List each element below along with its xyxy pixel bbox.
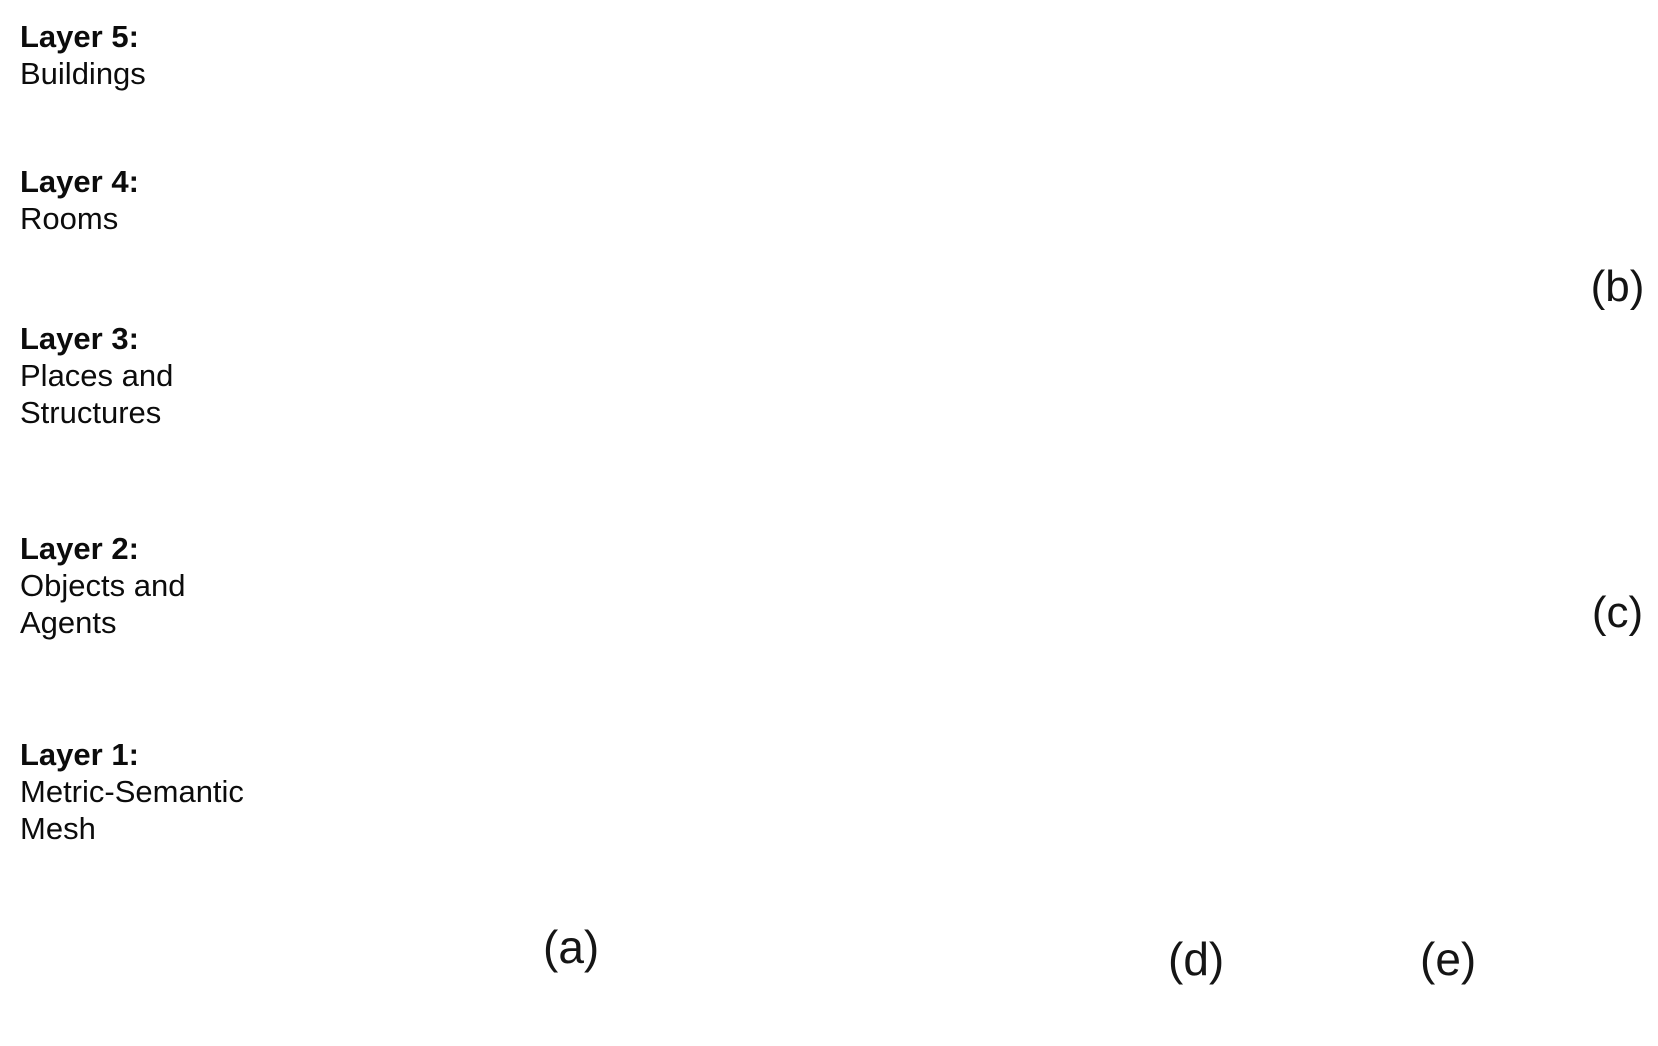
layer-2-label: Layer 2: Objects and Agents — [20, 531, 186, 640]
caption-e: (e) — [1420, 933, 1477, 985]
caption-d: (d) — [1168, 933, 1225, 985]
caption-b: (b) — [1588, 252, 1647, 322]
layer-4-label: Layer 4: Rooms — [20, 164, 139, 236]
layer-3-label: Layer 3: Places and Structures — [20, 321, 174, 430]
layer-5-label: Layer 5: Buildings — [20, 19, 146, 91]
caption-a: (a) — [543, 921, 600, 973]
caption-c: (c) — [1588, 580, 1647, 645]
layer-1-label: Layer 1: Metric-Semantic Mesh — [20, 737, 244, 846]
